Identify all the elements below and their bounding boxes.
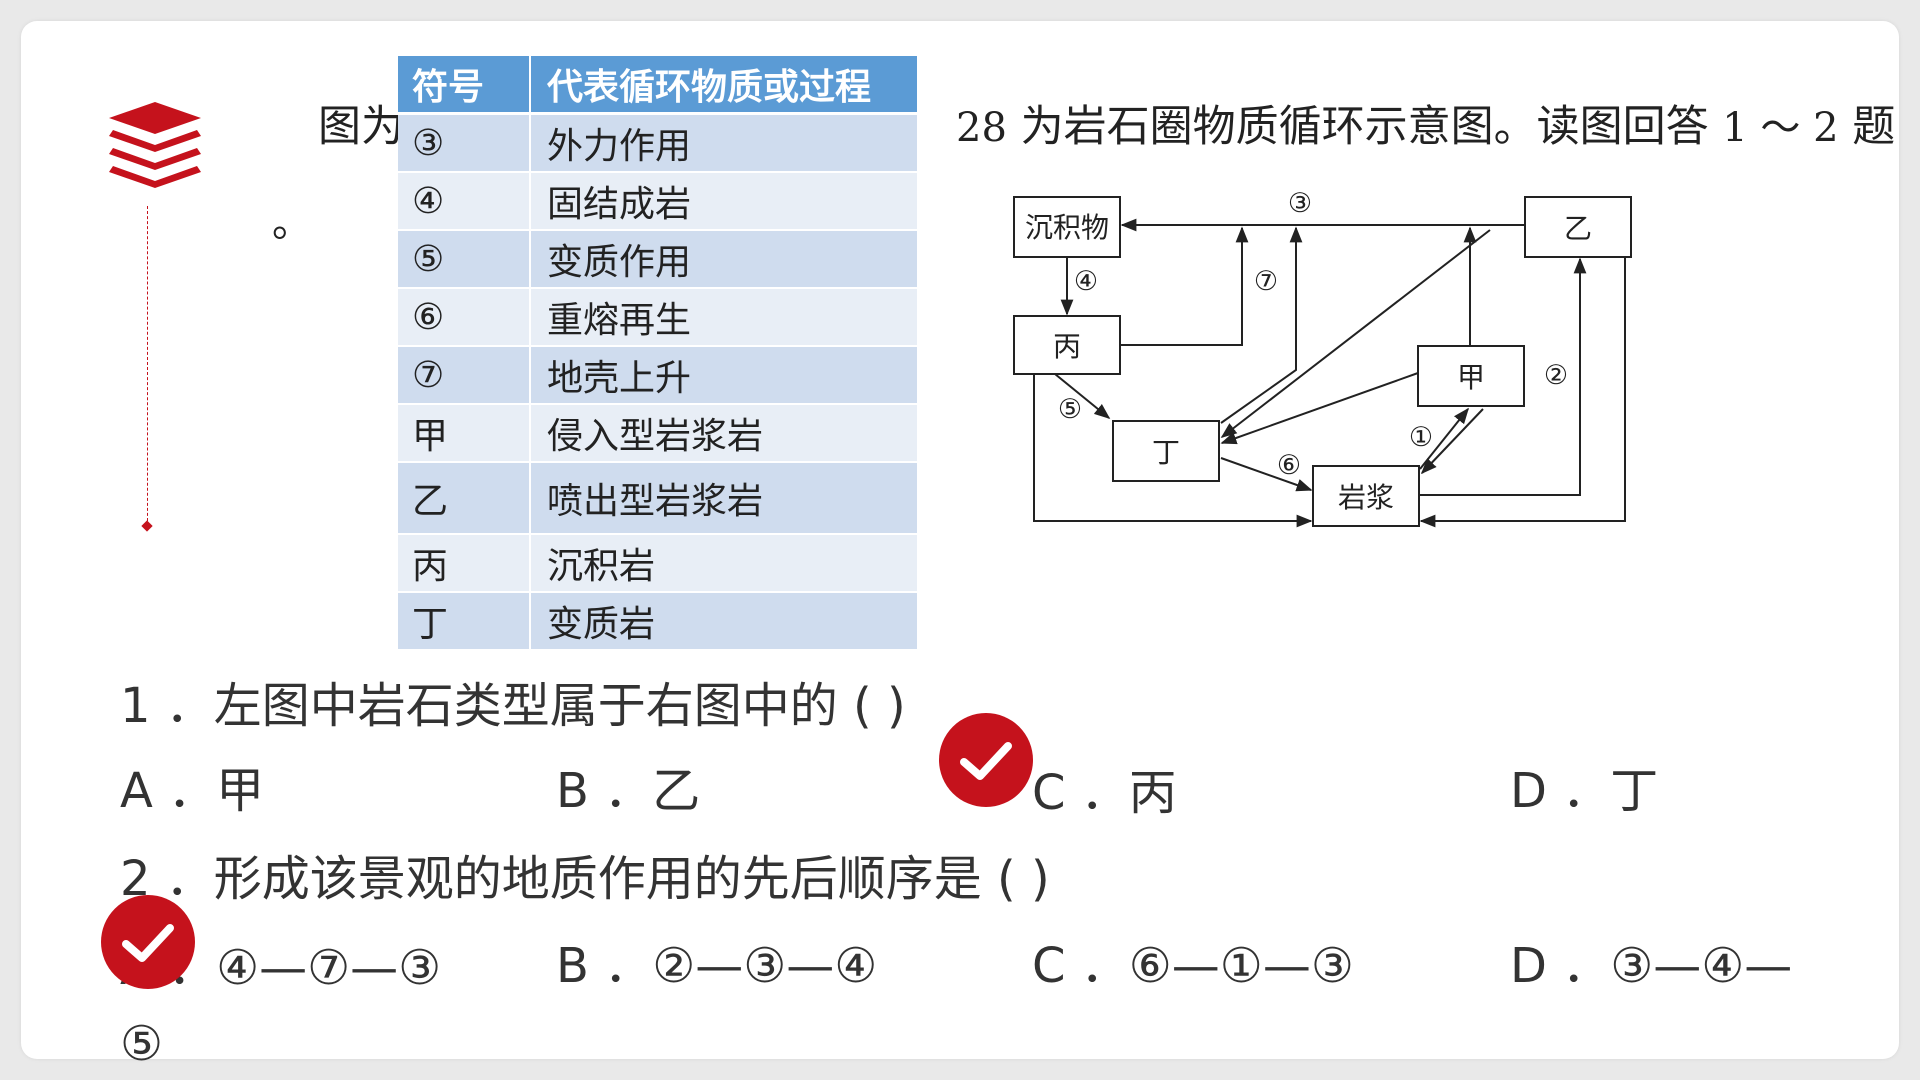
table-row: 乙喷出型岩浆岩 bbox=[398, 462, 919, 535]
question-1-option-c[interactable]: C ．丙 bbox=[1032, 765, 1177, 821]
decorative-dashed-line bbox=[147, 206, 148, 526]
intro-suffix: 28 为岩石圈物质循环示意图。读图回答 1 ～ 2 题 bbox=[956, 92, 1895, 154]
label-1: ① bbox=[1409, 422, 1433, 453]
legend-symbol: ⑦ bbox=[398, 346, 531, 405]
label-2: ② bbox=[1544, 360, 1568, 391]
arrow-bing-to-ding bbox=[1054, 373, 1111, 420]
legend-meaning: 喷出型岩浆岩 bbox=[530, 462, 919, 535]
arrow-ding-to-magma bbox=[1220, 457, 1313, 492]
legend-header-row: 符号 代表循环物质或过程 bbox=[398, 56, 919, 115]
question-2-stem: 2 ．形成该景观的地质作用的先后顺序是 ( ) bbox=[120, 851, 1050, 907]
legend-meaning: 变质作用 bbox=[530, 230, 919, 289]
table-row: 甲侵入型岩浆岩 bbox=[398, 404, 919, 463]
legend-symbol: 乙 bbox=[398, 462, 531, 535]
legend-meaning: 侵入型岩浆岩 bbox=[530, 404, 919, 463]
question-1-stem: 1 ．左图中岩石类型属于右图中的 ( ) bbox=[120, 678, 906, 734]
question-2-option-d-wrap: ⑤ bbox=[120, 1016, 164, 1072]
table-row: 丙沉积岩 bbox=[398, 534, 919, 593]
arrow-ding-uplift bbox=[1220, 226, 1303, 424]
intro-prefix: 图为 bbox=[318, 102, 404, 152]
legend-symbol: 丙 bbox=[398, 534, 531, 593]
legend-meaning: 沉积岩 bbox=[530, 534, 919, 593]
legend-meaning: 重熔再生 bbox=[530, 288, 919, 347]
slide-card bbox=[21, 21, 1899, 1059]
node-jia-label: 甲 bbox=[1457, 361, 1485, 394]
legend-meaning: 固结成岩 bbox=[530, 172, 919, 231]
arrow-yi-to-magma bbox=[1419, 257, 1626, 528]
node-yi-label: 乙 bbox=[1564, 212, 1592, 245]
legend-meaning: 地壳上升 bbox=[530, 346, 919, 405]
intro-figure-number: 28 bbox=[956, 105, 1007, 151]
legend-symbol: 丁 bbox=[398, 592, 531, 651]
question-1-option-a[interactable]: A ．甲 bbox=[120, 763, 265, 819]
arrow-bing-uplift bbox=[1120, 226, 1249, 346]
legend-header-meaning: 代表循环物质或过程 bbox=[530, 56, 919, 115]
question-2-option-c[interactable]: C ．⑥—①—③ bbox=[1032, 938, 1354, 994]
legend-symbol: ③ bbox=[398, 113, 531, 173]
intro-end-mark: 。 bbox=[272, 200, 312, 246]
intro-question-range: 1 ～ 2 bbox=[1722, 105, 1839, 151]
arrow-magma-to-yi bbox=[1419, 257, 1587, 496]
legend-symbol: ⑤ bbox=[398, 230, 531, 289]
node-magma-label: 岩浆 bbox=[1338, 481, 1394, 514]
rock-cycle-diagram: 沉积物 乙 丙 甲 丁 岩浆 ③ ④ ⑦ ⑤ ② ① ⑥ bbox=[1013, 188, 1632, 528]
node-bing-label: 丙 bbox=[1053, 330, 1081, 363]
intro-range-unit: 题 bbox=[1838, 102, 1896, 152]
arrow-jia-to-magma bbox=[1420, 408, 1484, 475]
node-ding-box bbox=[1112, 420, 1220, 482]
question-2-option-d[interactable]: D ．③—④— bbox=[1510, 938, 1793, 994]
correct-answer-check-icon bbox=[101, 895, 195, 989]
label-4: ④ bbox=[1074, 266, 1098, 297]
label-3: ③ bbox=[1288, 188, 1312, 219]
label-7: ⑦ bbox=[1254, 266, 1278, 297]
legend-symbol: 甲 bbox=[398, 404, 531, 463]
node-yi-box bbox=[1524, 196, 1632, 258]
legend-symbol: ⑥ bbox=[398, 288, 531, 347]
intro-suffix-text: 为岩石圈物质循环示意图。读图回答 bbox=[1006, 102, 1709, 152]
question-2-option-b[interactable]: B ．②—③—④ bbox=[556, 938, 878, 994]
legend-meaning: 外力作用 bbox=[530, 113, 919, 173]
stack-logo-icon bbox=[109, 102, 201, 188]
label-6: ⑥ bbox=[1277, 450, 1301, 481]
label-5: ⑤ bbox=[1058, 394, 1082, 425]
legend-symbol: ④ bbox=[398, 172, 531, 231]
correct-answer-check-icon bbox=[939, 713, 1033, 807]
arrow-bing-to-magma bbox=[1033, 374, 1313, 528]
legend-meaning: 变质岩 bbox=[530, 592, 919, 651]
legend-header-symbol: 符号 bbox=[398, 56, 531, 115]
question-1-option-b[interactable]: B ．乙 bbox=[556, 763, 701, 819]
arrow-jia-to-ding bbox=[1220, 372, 1419, 445]
node-sediment-label: 沉积物 bbox=[1025, 211, 1109, 244]
question-1-option-d[interactable]: D ．丁 bbox=[1510, 763, 1659, 819]
node-ding-label: 丁 bbox=[1152, 436, 1180, 469]
table-row: 丁变质岩 bbox=[398, 592, 919, 651]
arrow-yi-to-ding bbox=[1220, 229, 1491, 438]
